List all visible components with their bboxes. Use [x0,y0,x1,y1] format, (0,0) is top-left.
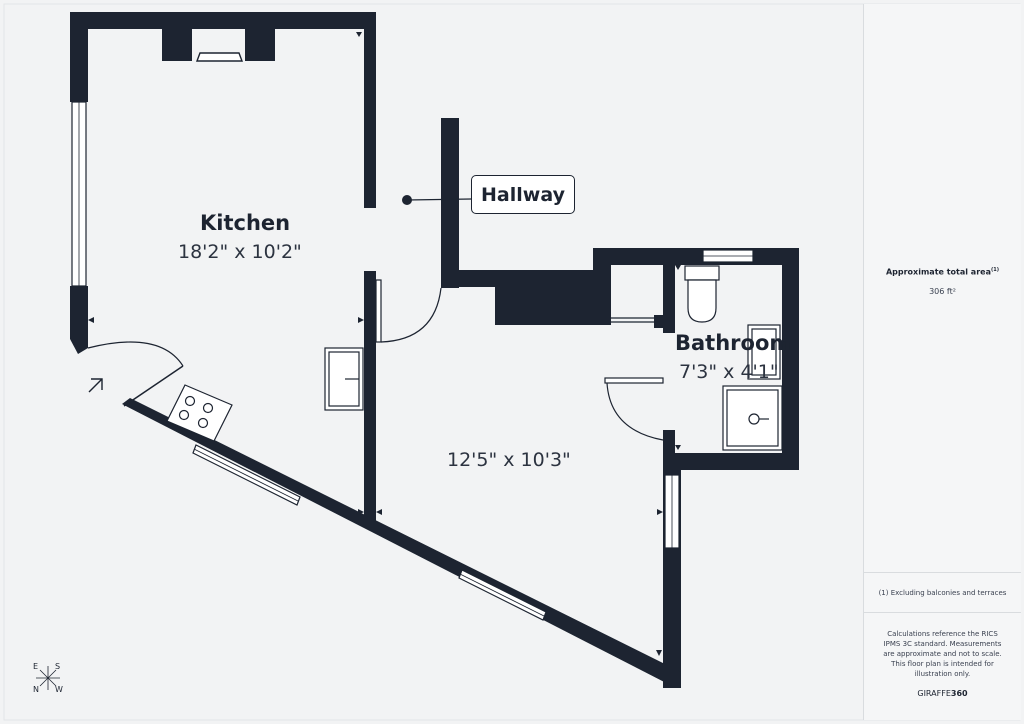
brand-suffix: 360 [950,689,968,698]
bathroom-door-leaf [604,377,664,384]
doors [87,279,664,441]
bathroom-label: Bathroom [675,331,792,355]
hall-door-swing [380,287,442,343]
hob-ring-4 [197,417,209,429]
compass-n: N [33,685,39,694]
windows [71,101,754,621]
fixtures [166,265,783,451]
hallway-label: Hallway [471,175,575,214]
area-label: Approximate total area [885,267,991,277]
shower-drain [748,413,760,425]
entrance-corner [70,339,88,354]
chimney-right [245,12,275,61]
bathroom-top-wall [593,248,799,265]
kitchen-left-wall-upper [70,12,88,102]
wall-block [495,270,611,325]
toilet-bowl [687,279,717,323]
toilet-cistern [684,265,720,281]
bathroom-bottom-wall [663,453,799,470]
brand-prefix: GIRAFFE [917,689,951,698]
kitchen-top-wall [70,12,376,29]
bathroom-door-swing [606,382,664,441]
hob-ring-1 [184,395,196,407]
entrance-door-leaf [123,365,184,407]
chimney-left [162,12,192,61]
bathroom-corner [593,248,611,287]
hob [166,384,233,442]
living-room-dimensions: 12'5" x 10'3" [447,449,571,471]
kitchen-dimensions: 18'2" x 10'2" [178,241,302,263]
dimension-markers [88,32,681,656]
compass-e: E [33,662,39,671]
panel-divider [864,612,1021,613]
panel-divider [864,572,1021,573]
info-panel: Approximate total area(1) 306 ft² (1) Ex… [863,4,1021,720]
bathroom-right-wall [782,248,799,470]
bathroom-left-wall-lower [663,430,675,470]
compass-w: W [55,685,63,694]
diagonal-wall [122,398,681,688]
hallway-wall [441,118,459,288]
entrance-arrow-icon [88,378,103,393]
fireplace [195,52,244,62]
compass-s: S [55,662,61,671]
hall-door-leaf [375,279,382,343]
entrance-door-swing [87,341,184,367]
basin-bowl [751,328,777,376]
hob-ring-2 [202,402,214,414]
hallway-pointer-line [406,198,472,201]
kitchen-left-wall-lower [70,286,88,339]
cupboard-post [654,315,663,328]
kitchen-right-wall [364,12,376,208]
compass-icon [36,666,60,690]
bathroom-dimensions: 7'3" x 4'1" [679,361,779,383]
area-superscript: (1) [990,267,1000,273]
area-value: 306 ft² [929,287,956,296]
area-heading: Approximate total area(1) [864,267,1021,277]
bathroom-left-wall-upper [663,265,675,333]
footnote: (1) Excluding balconies and terraces [878,589,1007,597]
hob-ring-3 [178,409,190,421]
kitchen-label: Kitchen [200,211,291,235]
disclaimer: Calculations reference the RICS IPMS 3C … [883,630,1002,678]
partition-wall [364,271,376,522]
brand-logo: GIRAFFE360 [864,689,1021,698]
